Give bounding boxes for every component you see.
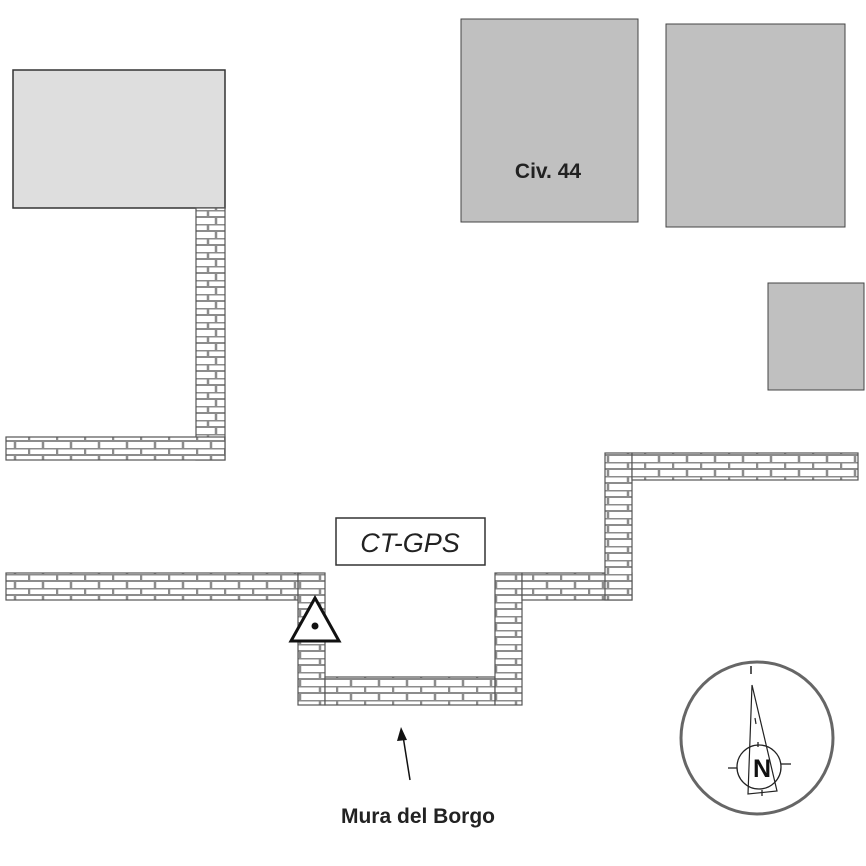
building-civ-44 <box>460 18 639 223</box>
north-arrow-icon: N <box>679 660 835 816</box>
arrow-icon <box>397 727 411 781</box>
wall-segment <box>195 207 226 461</box>
wall-segment <box>631 452 859 481</box>
building-east <box>767 282 865 391</box>
station-label-box <box>335 517 486 566</box>
building-northeast <box>665 23 846 228</box>
building-northwest <box>12 69 226 209</box>
building-label: Civ. 44 <box>515 160 581 183</box>
wall-segment <box>494 572 523 706</box>
wall-segment <box>604 452 633 601</box>
triangle-dot-icon <box>288 594 342 643</box>
compass-label: N <box>753 755 771 783</box>
station-label: CT-GPS <box>360 528 460 558</box>
wall-segment <box>5 436 226 461</box>
wall-label: Mura del Borgo <box>341 805 495 828</box>
wall-segment <box>5 572 299 601</box>
wall-segment <box>324 676 496 706</box>
city-walls <box>5 207 859 706</box>
